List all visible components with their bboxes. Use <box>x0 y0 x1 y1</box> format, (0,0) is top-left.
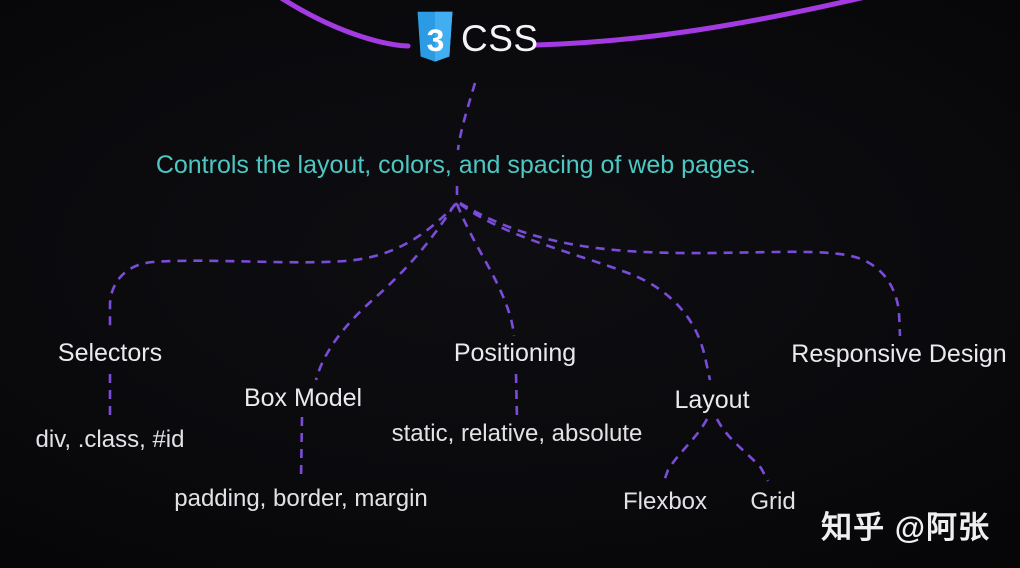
css-root-node: 3 CSS <box>416 11 539 66</box>
branch-line-selectors <box>108 202 458 332</box>
branch-line-boxmodel <box>314 203 457 381</box>
node-positioning-detail: static, relative, absolute <box>391 420 643 447</box>
branch-line-layout <box>459 202 712 381</box>
node-layout: Layout <box>674 386 750 414</box>
logo-number: 3 <box>427 22 445 58</box>
branch-line-boxmodel-detail <box>299 416 304 480</box>
stem-line-upper <box>456 82 477 151</box>
branch-line-layout-flexbox <box>662 418 709 482</box>
branch-line-positioning-detail <box>514 373 519 420</box>
subtitle: Controls the layout, colors, and spacing… <box>155 151 757 179</box>
branch-line-layout-grid <box>715 418 770 482</box>
node-grid: Grid <box>750 488 796 515</box>
branch-line-responsive <box>459 201 902 337</box>
node-responsive-design: Responsive Design <box>791 340 1007 368</box>
node-flexbox: Flexbox <box>622 488 708 515</box>
node-box-model: Box Model <box>243 384 363 412</box>
node-box-model-detail: padding, border, margin <box>174 485 428 512</box>
node-positioning: Positioning <box>453 339 577 367</box>
css3-logo-icon: 3 <box>417 11 453 62</box>
watermark: 知乎 @阿张 <box>821 510 990 545</box>
page-title: CSS <box>461 18 539 59</box>
root-curve-right <box>533 0 864 48</box>
node-selectors: Selectors <box>57 339 163 367</box>
root-curve-left <box>279 0 411 49</box>
node-selectors-detail: div, .class, #id <box>35 426 185 453</box>
branch-line-positioning <box>455 203 516 337</box>
